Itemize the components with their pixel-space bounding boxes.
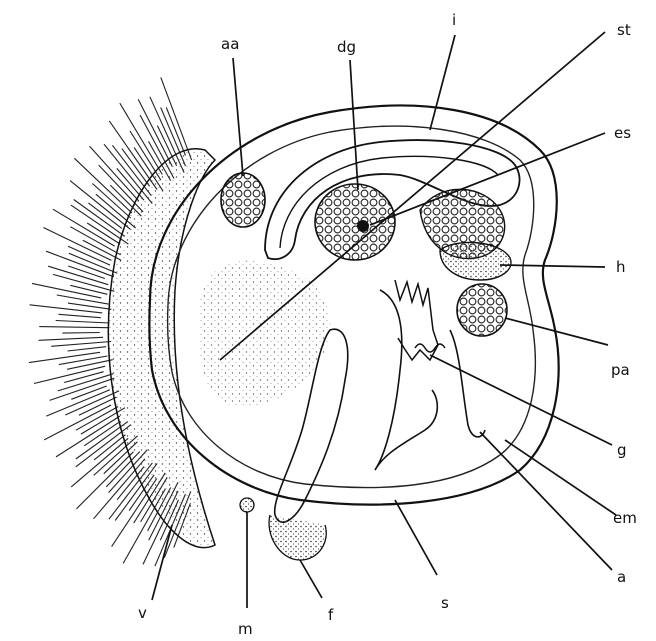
mouth — [240, 498, 254, 512]
cilium — [69, 253, 117, 273]
cilium — [71, 386, 106, 399]
cilium — [62, 333, 99, 334]
cilium — [68, 347, 107, 351]
label-a: a — [617, 568, 626, 586]
cilium — [46, 390, 110, 416]
cilium — [67, 360, 113, 370]
label-v: v — [138, 604, 147, 622]
velum-lobe — [108, 149, 215, 548]
label-i: i — [452, 11, 456, 29]
cilium — [51, 342, 111, 347]
cilium — [68, 303, 111, 309]
rectum — [450, 330, 485, 437]
style-sac — [375, 290, 437, 470]
posterior-adductor — [457, 284, 507, 336]
cilium — [57, 295, 109, 304]
cilium — [65, 391, 119, 415]
label-pa: pa — [611, 361, 630, 379]
label-s: s — [441, 594, 449, 612]
foot-tip — [269, 515, 326, 560]
cilium — [39, 327, 108, 328]
cilium — [29, 352, 100, 362]
cilium — [46, 251, 114, 277]
cilium — [39, 337, 104, 340]
cilium — [84, 423, 118, 446]
heart — [440, 242, 511, 280]
label-em: em — [613, 509, 637, 527]
cilium — [92, 184, 130, 219]
cilium — [122, 149, 150, 187]
cilium — [88, 203, 122, 229]
cilium — [90, 146, 139, 201]
label-g: g — [617, 441, 627, 459]
label-m: m — [238, 620, 253, 638]
cilium — [94, 435, 125, 460]
cilium — [74, 158, 131, 213]
cilium — [166, 107, 185, 155]
cilium — [64, 372, 104, 383]
digestive-gland-nucleus — [357, 220, 369, 232]
label-st: st — [617, 21, 631, 39]
cilium — [56, 321, 110, 324]
label-es: es — [614, 124, 631, 142]
cilium — [70, 181, 131, 230]
cilium — [87, 223, 120, 244]
label-h: h — [616, 258, 626, 276]
label-dg: dg — [337, 38, 356, 56]
cilium — [68, 266, 105, 279]
label-f: f — [328, 606, 334, 624]
label-aa: aa — [221, 35, 239, 53]
anterior-aorta — [221, 173, 265, 227]
cilium — [59, 314, 101, 317]
